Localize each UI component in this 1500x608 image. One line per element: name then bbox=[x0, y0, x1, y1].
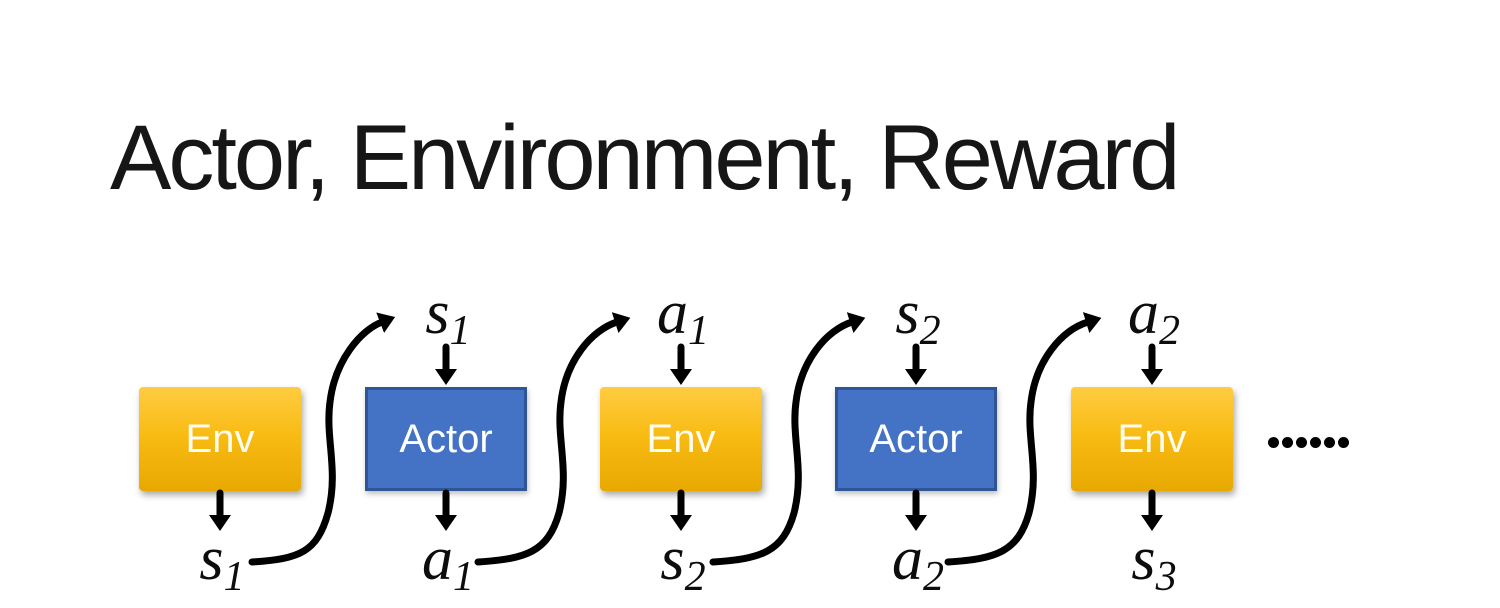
actor-box-2-label: Actor bbox=[869, 416, 963, 461]
ellipsis-dot bbox=[1268, 437, 1279, 448]
bottom-label-a1-base: a bbox=[422, 525, 453, 593]
ellipsis-dot bbox=[1338, 437, 1349, 448]
top-label-s1-sub: 1 bbox=[449, 307, 471, 354]
bottom-label-s3-base: s bbox=[1131, 525, 1156, 593]
ellipsis-dot bbox=[1310, 437, 1321, 448]
top-label-s2-base: s bbox=[895, 279, 920, 347]
env-box-2: Env bbox=[600, 387, 762, 491]
ellipsis-dot bbox=[1324, 437, 1335, 448]
env-box-1: Env bbox=[139, 387, 301, 491]
env-box-3: Env bbox=[1071, 387, 1233, 491]
bottom-label-s2-sub: 2 bbox=[684, 553, 706, 600]
top-label-a2-sub: 2 bbox=[1159, 307, 1180, 354]
ellipsis-dots bbox=[1268, 437, 1349, 448]
actor-box-2: Actor bbox=[835, 387, 997, 491]
bottom-label-a1-sub: 1 bbox=[453, 553, 474, 600]
top-label-a2: a2 bbox=[1128, 282, 1180, 362]
actor-box-1: Actor bbox=[365, 387, 527, 491]
top-label-a1-base: a bbox=[657, 279, 688, 347]
bottom-label-s3-sub: 3 bbox=[1155, 553, 1177, 600]
actor-box-1-label: Actor bbox=[399, 416, 493, 461]
bottom-label-a2-base: a bbox=[892, 525, 923, 593]
env-box-1-label: Env bbox=[185, 416, 255, 461]
bottom-label-s2-base: s bbox=[660, 525, 685, 593]
bottom-label-s1-base: s bbox=[199, 525, 224, 593]
top-label-s1-base: s bbox=[425, 279, 450, 347]
bottom-label-a2: a2 bbox=[892, 528, 944, 608]
bottom-label-s3: s3 bbox=[1131, 528, 1176, 608]
bottom-label-a1: a1 bbox=[422, 528, 474, 608]
top-label-s2: s2 bbox=[895, 282, 940, 362]
top-label-a2-base: a bbox=[1128, 279, 1159, 347]
slide-title: Actor, Environment, Reward bbox=[110, 107, 1180, 209]
env-box-2-label: Env bbox=[646, 416, 716, 461]
top-label-s2-sub: 2 bbox=[919, 307, 941, 354]
env-box-3-label: Env bbox=[1117, 416, 1187, 461]
bottom-label-s2: s2 bbox=[660, 528, 705, 608]
top-label-s1: s1 bbox=[425, 282, 470, 362]
bottom-label-s1-sub: 1 bbox=[223, 553, 245, 600]
bottom-label-a2-sub: 2 bbox=[923, 553, 944, 600]
bottom-label-s1: s1 bbox=[199, 528, 244, 608]
ellipsis-dot bbox=[1282, 437, 1293, 448]
top-label-a1: a1 bbox=[657, 282, 709, 362]
ellipsis-dot bbox=[1296, 437, 1307, 448]
top-label-a1-sub: 1 bbox=[688, 307, 709, 354]
